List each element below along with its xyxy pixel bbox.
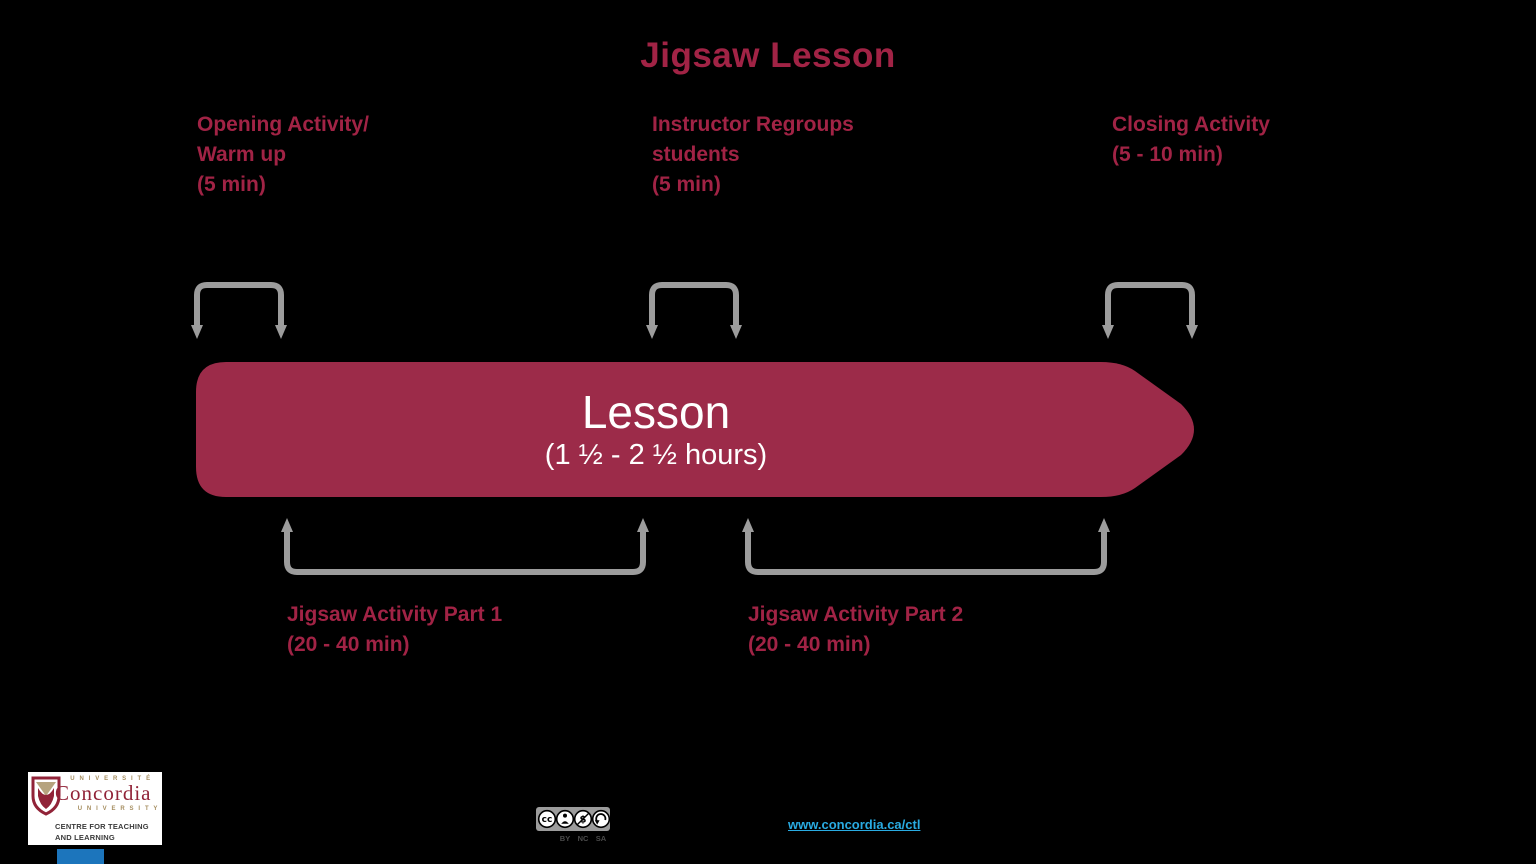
lesson-timeline-arrow	[196, 362, 1194, 497]
bracket-down-arrow-regroup	[646, 282, 742, 339]
bracket-down-arrow-closing	[1102, 282, 1198, 339]
blue-accent-bar	[57, 849, 104, 864]
attribution-person-icon	[555, 809, 575, 829]
logo-wordmark: Concordia	[55, 781, 152, 805]
label-closing-activity: Closing Activity (5 - 10 min)	[1112, 113, 1270, 166]
cc-by-nc-sa-badge: cc $ BY NC SA	[536, 807, 611, 843]
bracket-down-arrow-opening	[191, 282, 287, 339]
lesson-title: Lesson	[581, 385, 731, 438]
page-title: Jigsaw Lesson	[640, 36, 896, 75]
concordia-shield-icon	[31, 776, 61, 816]
label-opening-activity: Opening Activity/ Warm up (5 min)	[197, 113, 369, 196]
cc-label-sa: SA	[596, 834, 607, 843]
bracket-up-arrow-part2	[742, 518, 1110, 575]
logo-centre-text: CENTRE FOR TEACHING AND LEARNING	[55, 822, 149, 842]
label-instructor-regroups: Instructor Regroups students (5 min)	[652, 113, 854, 196]
bracket-up-arrow-part1	[281, 518, 649, 575]
label-jigsaw-part2: Jigsaw Activity Part 2 (20 - 40 min)	[748, 603, 964, 656]
concordia-logo: U N I V E R S I T É Concordia U N I V E …	[28, 772, 162, 845]
non-commercial-dollar-icon: $	[573, 809, 593, 829]
svg-text:$: $	[580, 815, 587, 826]
logo-universite-text: U N I V E R S I T É	[70, 776, 152, 782]
svg-text:cc: cc	[542, 815, 553, 825]
ctl-website-link[interactable]: www.concordia.ca/ctl	[788, 817, 921, 832]
cc-label-nc: NC	[578, 834, 589, 843]
lesson-arrow-text: Lesson (1 ½ - 2 ½ hours)	[196, 362, 1116, 497]
logo-university-text: U N I V E R S I T Y	[77, 806, 159, 812]
cc-icon: cc	[537, 809, 557, 829]
share-alike-arrow-icon	[591, 809, 611, 829]
cc-label-by: BY	[560, 834, 570, 843]
lesson-duration: (1 ½ - 2 ½ hours)	[544, 438, 768, 471]
label-jigsaw-part1: Jigsaw Activity Part 1 (20 - 40 min)	[287, 603, 503, 656]
